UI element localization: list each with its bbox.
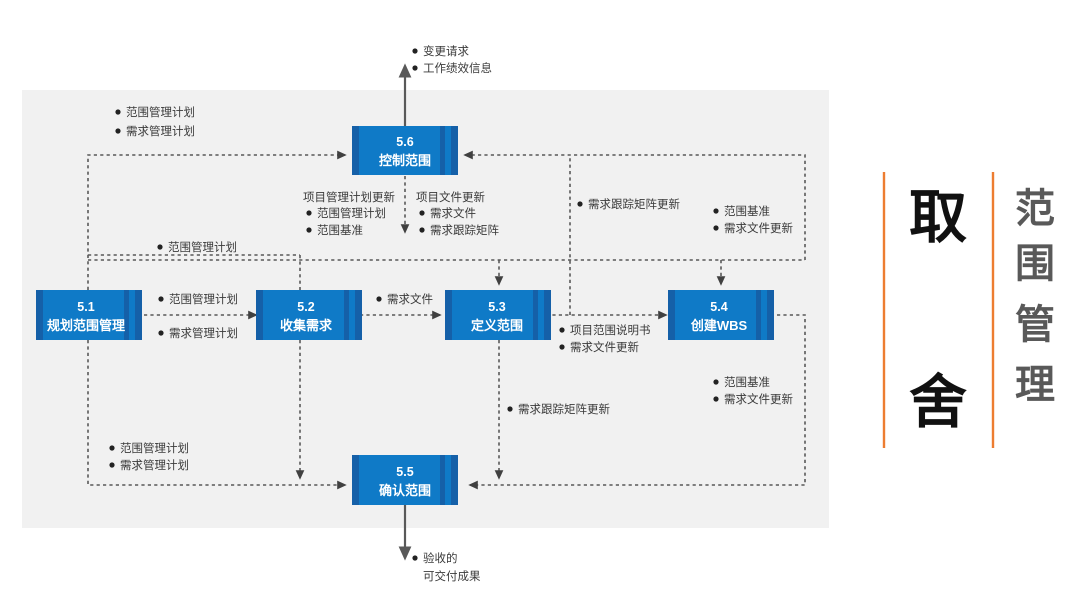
bullet-proj-doc-update-2: [419, 227, 425, 233]
label-upper-left-req-mgmt-plan: 需求管理计划: [126, 124, 195, 138]
label-upper-left-scope-mgmt-plan: 范围管理计划: [126, 105, 195, 119]
bullet-rtm-update-upper: [577, 201, 583, 207]
bullet-upper-left-1: [115, 109, 121, 115]
bullet-pm-plan-update-2: [306, 227, 312, 233]
process-box-5-5[interactable]: 5.5 确认范围: [352, 455, 458, 505]
process-5-6-number: 5.6: [396, 135, 413, 149]
bullet-work-performance-info: [412, 65, 418, 71]
label-lower-left-scope-mgmt-plan: 范围管理计划: [120, 441, 189, 455]
label-pm-plan-update-scope-baseline: 范围基准: [317, 223, 363, 237]
connector-p54-to-p55: [468, 314, 806, 490]
process-5-1-number: 5.1: [77, 300, 94, 314]
label-baseline-upper-req-doc-update: 需求文件更新: [724, 221, 793, 235]
bullet-mid-left-1: [157, 244, 163, 250]
bullet-accepted-deliverables: [412, 555, 418, 561]
process-5-5-name: 确认范围: [379, 483, 431, 498]
bullet-lower-left-2: [109, 462, 115, 468]
label-rtm-update-lower: 需求跟踪矩阵更新: [518, 402, 610, 416]
bullet-upper-left-2: [115, 128, 121, 134]
label-p51-p52-req-mgmt-plan: 需求管理计划: [169, 326, 238, 340]
bullet-proj-doc-update-1: [419, 210, 425, 216]
bullet-p53-p54-2: [559, 344, 565, 350]
bullet-baseline-lower-1: [713, 379, 719, 385]
connector-p51-to-p56: [87, 150, 347, 290]
side-title-char-1: 取: [909, 185, 967, 250]
side-title-char-2: 舍: [909, 370, 967, 435]
label-proj-doc-update-req-doc: 需求文件: [430, 206, 476, 220]
process-5-1-name: 规划范围管理: [47, 318, 125, 333]
connector-p54-to-p56: [463, 150, 806, 260]
process-5-3-number: 5.3: [488, 300, 505, 314]
label-accepted-deliverables-line1: 验收的: [423, 551, 458, 565]
process-5-2-number: 5.2: [297, 300, 314, 314]
bullet-baseline-upper-1: [713, 208, 719, 214]
bullet-p53-p54-1: [559, 327, 565, 333]
label-change-requests: 变更请求: [423, 44, 469, 58]
process-box-5-6[interactable]: 5.6 控制范围: [352, 126, 458, 175]
process-box-5-4[interactable]: 5.4 创建WBS: [668, 290, 774, 340]
process-5-4-name: 创建WBS: [690, 318, 748, 333]
label-lower-left-req-mgmt-plan: 需求管理计划: [120, 458, 189, 472]
bullet-p51-p52-2: [158, 330, 164, 336]
bullet-lower-left-1: [109, 445, 115, 451]
bullet-pm-plan-update-1: [306, 210, 312, 216]
connector-p51-to-p55: [87, 340, 347, 490]
label-baseline-upper-scope-baseline: 范围基准: [724, 204, 770, 218]
bullet-p52-p53: [376, 296, 382, 302]
label-mid-left-scope-mgmt-plan: 范围管理计划: [168, 240, 237, 254]
label-proj-doc-update-rtm: 需求跟踪矩阵: [430, 223, 499, 237]
label-p53-p54-scope-statement: 项目范围说明书: [570, 323, 651, 337]
process-box-5-2[interactable]: 5.2 收集需求: [256, 290, 362, 340]
process-5-6-name: 控制范围: [379, 153, 431, 168]
process-5-3-name: 定义范围: [470, 318, 523, 333]
label-work-performance-info: 工作绩效信息: [423, 61, 492, 75]
label-pm-plan-update-header: 项目管理计划更新: [303, 190, 395, 204]
bullet-p51-p52-1: [158, 296, 164, 302]
bullet-rtm-update-lower: [507, 406, 513, 412]
label-p53-p54-req-doc-update: 需求文件更新: [570, 340, 639, 354]
process-5-5-number: 5.5: [396, 465, 413, 479]
label-rtm-update-upper: 需求跟踪矩阵更新: [588, 197, 680, 211]
label-proj-doc-update-header: 项目文件更新: [416, 190, 485, 204]
label-pm-plan-update-scope-mgmt-plan: 范围管理计划: [317, 206, 386, 220]
label-p52-p53-req-doc: 需求文件: [387, 292, 433, 306]
side-subtitle-char-4: 理: [1015, 363, 1055, 407]
bullet-change-requests: [412, 48, 418, 54]
label-baseline-lower-req-doc-update: 需求文件更新: [724, 392, 793, 406]
process-box-5-1[interactable]: 5.1 规划范围管理: [36, 290, 142, 340]
side-subtitle-char-1: 范: [1015, 187, 1055, 231]
process-5-2-name: 收集需求: [280, 318, 333, 333]
label-p51-p52-scope-mgmt-plan: 范围管理计划: [169, 292, 238, 306]
bullet-baseline-lower-2: [713, 396, 719, 402]
side-subtitle-char-3: 管: [1015, 303, 1055, 347]
bullet-baseline-upper-2: [713, 225, 719, 231]
process-box-5-3[interactable]: 5.3 定义范围: [445, 290, 551, 340]
side-subtitle-char-2: 围: [1015, 242, 1055, 286]
label-accepted-deliverables-line2: 可交付成果: [423, 569, 481, 583]
process-5-4-number: 5.4: [710, 300, 727, 314]
label-baseline-lower-scope-baseline: 范围基准: [724, 375, 770, 389]
